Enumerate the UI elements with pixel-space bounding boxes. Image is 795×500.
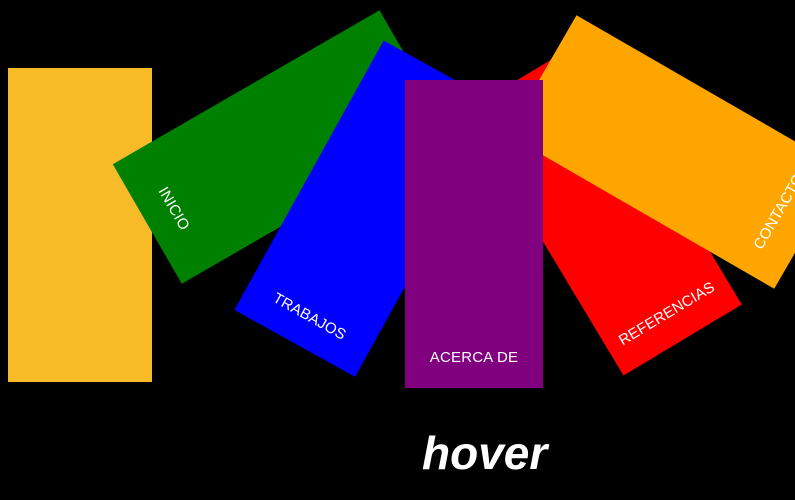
card-contacto-label: CONTACTO	[750, 170, 795, 253]
card-acerca-de-label: ACERCA DE	[429, 349, 519, 366]
static-card	[8, 68, 152, 382]
hover-caption: hover	[422, 427, 548, 479]
card-inicio-label: INICIO	[154, 184, 193, 234]
card-referencias-label: REFERENCIAS	[615, 278, 718, 350]
card-trabajos-label: TRABAJOS	[270, 289, 349, 344]
card-acerca-de[interactable]: ACERCA DE	[405, 80, 543, 388]
